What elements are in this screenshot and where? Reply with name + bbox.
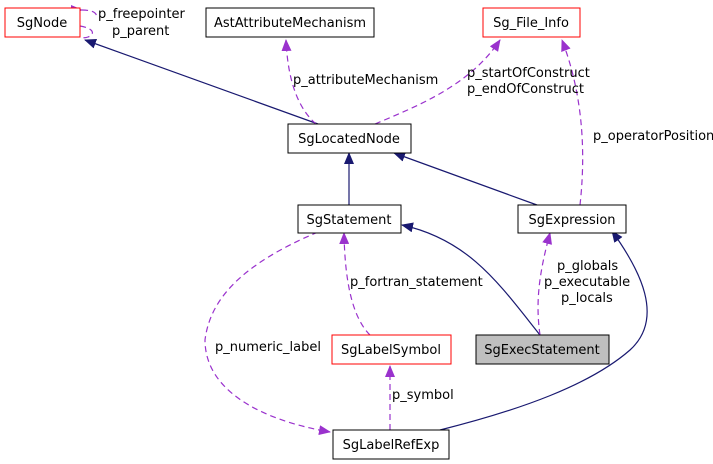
node-label: SgNode — [17, 16, 67, 31]
edge-label-attribute-mechanism: p_attributeMechanism — [293, 73, 438, 88]
edge-operator-position — [561, 39, 584, 206]
node-sg-exec-statement[interactable]: SgExecStatement — [475, 334, 610, 365]
node-label: SgLabelSymbol — [341, 343, 441, 358]
node-sg-located-node[interactable]: SgLocatedNode — [287, 123, 412, 154]
edge-label-numeric-label: p_numeric_label — [215, 340, 321, 355]
edge-sglocatednode-to-sgnode — [84, 39, 319, 125]
edge-label-symbol: p_symbol — [392, 388, 454, 403]
edge-label-end-of-construct: p_endOfConstruct — [467, 82, 584, 97]
usage-edges — [70, 4, 584, 436]
edge-fortran-statement — [339, 232, 371, 336]
node-label: SgLabelRefExp — [343, 438, 440, 453]
edge-start-end-of-construct — [374, 39, 501, 125]
node-sgnode[interactable]: SgNode — [4, 7, 81, 38]
node-label: SgLocatedNode — [298, 132, 400, 147]
node-sg-file-info[interactable]: Sg_File_Info — [482, 7, 581, 38]
edge-label-locals: p_locals — [561, 291, 613, 306]
edge-labels: p_freepointer p_parent p_attributeMechan… — [98, 7, 713, 403]
edge-label-operator-position: p_operatorPosition — [593, 129, 713, 144]
node-sg-statement[interactable]: SgStatement — [297, 204, 402, 234]
edge-label-executable: p_executable — [544, 275, 630, 290]
edge-globals-executable-locals — [537, 232, 552, 336]
node-label: SgExpression — [528, 213, 615, 228]
edge-sglabelrefexp-to-sgexpression — [439, 230, 648, 431]
node-label: SgExecStatement — [484, 343, 600, 358]
edge-sgexpression-to-sglocatednode — [393, 152, 538, 206]
node-sg-label-ref-exp[interactable]: SgLabelRefExp — [332, 429, 450, 460]
edge-label-freepointer: p_freepointer — [98, 7, 186, 22]
edge-numeric-label — [204, 231, 331, 436]
edge-sgnode-self-head — [70, 4, 98, 19]
node-label: SgStatement — [307, 213, 392, 228]
edge-label-globals: p_globals — [557, 259, 618, 274]
inheritance-edges — [84, 39, 648, 431]
node-ast-attribute-mechanism[interactable]: AstAttributeMechanism — [205, 7, 375, 38]
node-label: AstAttributeMechanism — [214, 16, 366, 31]
node-sg-expression[interactable]: SgExpression — [517, 204, 627, 234]
edge-label-parent: p_parent — [112, 24, 169, 39]
edge-label-fortran-statement: p_fortran_statement — [350, 275, 483, 290]
node-sg-label-symbol[interactable]: SgLabelSymbol — [331, 334, 452, 365]
node-label: Sg_File_Info — [493, 16, 569, 31]
edge-label-start-of-construct: p_startOfConstruct — [467, 66, 590, 81]
edge-sgexecstatement-to-sgstatement — [401, 222, 541, 336]
